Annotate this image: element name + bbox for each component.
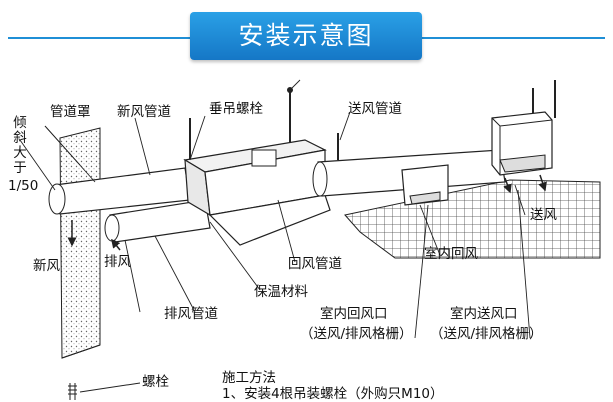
label-supply-duct: 送风管道 [348,101,402,117]
label-exhaust-air: 排风 [104,254,131,270]
label-duct-hood: 管道罩 [50,104,91,120]
ceiling-grid [344,179,601,259]
page-title: 安装示意图 [190,12,422,60]
label-slope-ratio: 1/50 [8,178,39,194]
method-title: 施工方法 [222,370,276,386]
method-step-1: 1、安装4根吊装螺栓（外购只M10） [222,386,444,402]
label-bolt: 螺栓 [142,374,169,390]
label-indoor-return-port: 室内回风口 [320,306,388,322]
label-supply-grille: （送风/排风格栅） [430,326,543,342]
label-exhaust-duct: 排风管道 [164,306,218,322]
label-insulation: 保温材料 [254,284,308,300]
exterior-wall [59,127,101,359]
label-slope: 倾斜大于 [13,115,27,176]
exhaust-arrow [111,238,121,251]
label-return-grille: （送风/排风格栅） [300,326,413,342]
label-supply-air: 送风 [530,207,557,223]
label-fresh-air: 新风 [33,258,60,274]
ventilator-unit-bottom [208,194,331,246]
label-indoor-supply-port: 室内送风口 [450,306,518,322]
label-hanger-bolt: 垂吊螺栓 [209,101,263,117]
label-return-duct: 回风管道 [288,256,342,272]
bolt-icon [68,382,141,400]
label-indoor-return: 室内回风 [424,246,478,262]
construction-method: 施工方法 1、安装4根吊装螺栓（外购只M10） [222,370,444,402]
label-fresh-air-duct: 新风管道 [117,104,171,120]
